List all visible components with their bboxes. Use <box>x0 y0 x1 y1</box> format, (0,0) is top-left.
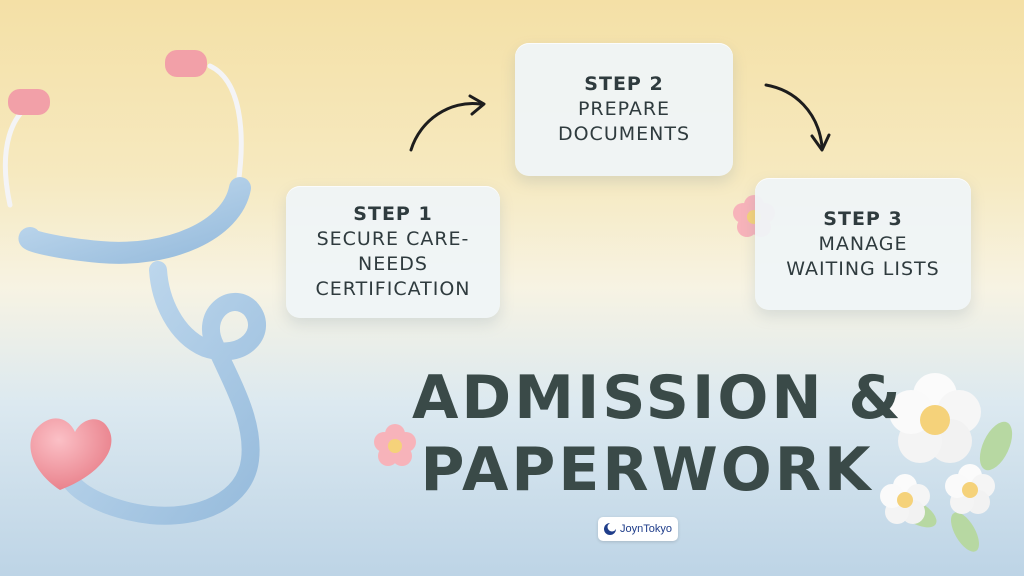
title-line-1: ADMISSION & <box>412 363 904 433</box>
title-line-2: PAPERWORK <box>420 435 874 505</box>
step-1-label: STEP 1 <box>353 203 433 225</box>
leaf-icon-3 <box>951 512 979 552</box>
step-1-card: STEP 1 SECURE CARE- NEEDS CERTIFICATION <box>286 186 500 318</box>
page-title: ADMISSION & PAPERWORK <box>412 362 904 506</box>
earpiece-right <box>165 50 207 77</box>
step-2-line-1: PREPARE <box>577 98 671 120</box>
crescent-icon <box>604 522 617 535</box>
earpiece-left <box>8 89 50 115</box>
step-2-card: STEP 2 PREPARE DOCUMENTS <box>515 43 733 176</box>
step-3-card: STEP 3 MANAGE WAITING LISTS <box>755 178 971 310</box>
stethoscope-icon <box>2 50 266 525</box>
step-1-line-3: CERTIFICATION <box>315 278 471 300</box>
step-3-label: STEP 3 <box>823 207 903 230</box>
flower-icon-2 <box>374 424 416 466</box>
leaf-icon <box>979 421 1013 471</box>
arrow-icon <box>409 94 486 152</box>
arrow-icon-2 <box>764 83 831 152</box>
brand-logo: JoynTokyo <box>598 517 678 541</box>
logo-text: JoynTokyo <box>620 523 672 535</box>
step-3-line-2: WAITING LISTS <box>786 257 940 280</box>
step-2-label: STEP 2 <box>584 73 664 95</box>
white-flower-icon-2 <box>880 474 930 524</box>
step-1-line-1: SECURE CARE- <box>316 228 470 250</box>
step-3-line-1: MANAGE <box>818 232 908 255</box>
white-flower-icon-3 <box>945 464 995 514</box>
step-2-line-2: DOCUMENTS <box>557 123 691 145</box>
step-1-line-2: NEEDS <box>358 253 428 275</box>
heart-icon <box>30 418 112 490</box>
white-flower-icon <box>889 373 981 463</box>
